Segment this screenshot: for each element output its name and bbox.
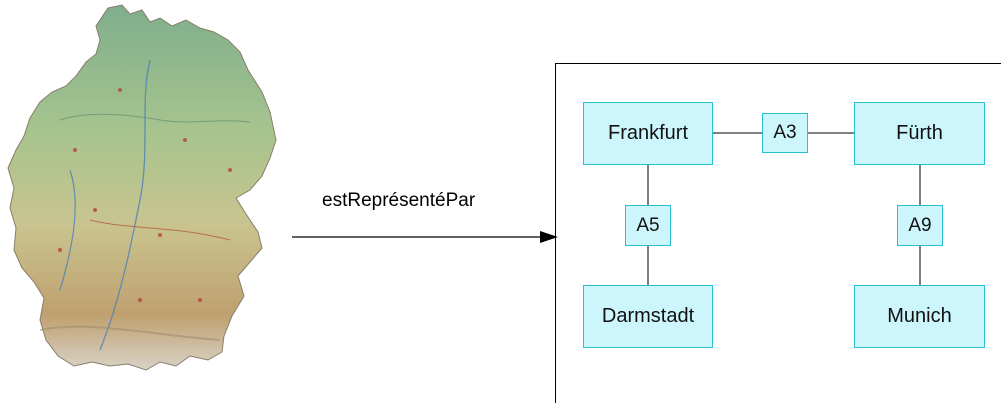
- node-frankfurt: Frankfurt: [583, 102, 713, 165]
- graph-frame: [555, 63, 1001, 403]
- node-munich: Munich: [854, 285, 985, 348]
- node-darmstadt: Darmstadt: [583, 285, 713, 348]
- germany-map-image: [7, 4, 277, 371]
- edge-label-a5: A5: [625, 205, 671, 246]
- edge-label-a9: A9: [897, 205, 943, 246]
- arrow-icon: [292, 231, 558, 243]
- edge-label-a3: A3: [762, 113, 808, 153]
- relation-label: estReprésentéPar: [322, 190, 476, 211]
- node-furth: Fürth: [854, 102, 985, 165]
